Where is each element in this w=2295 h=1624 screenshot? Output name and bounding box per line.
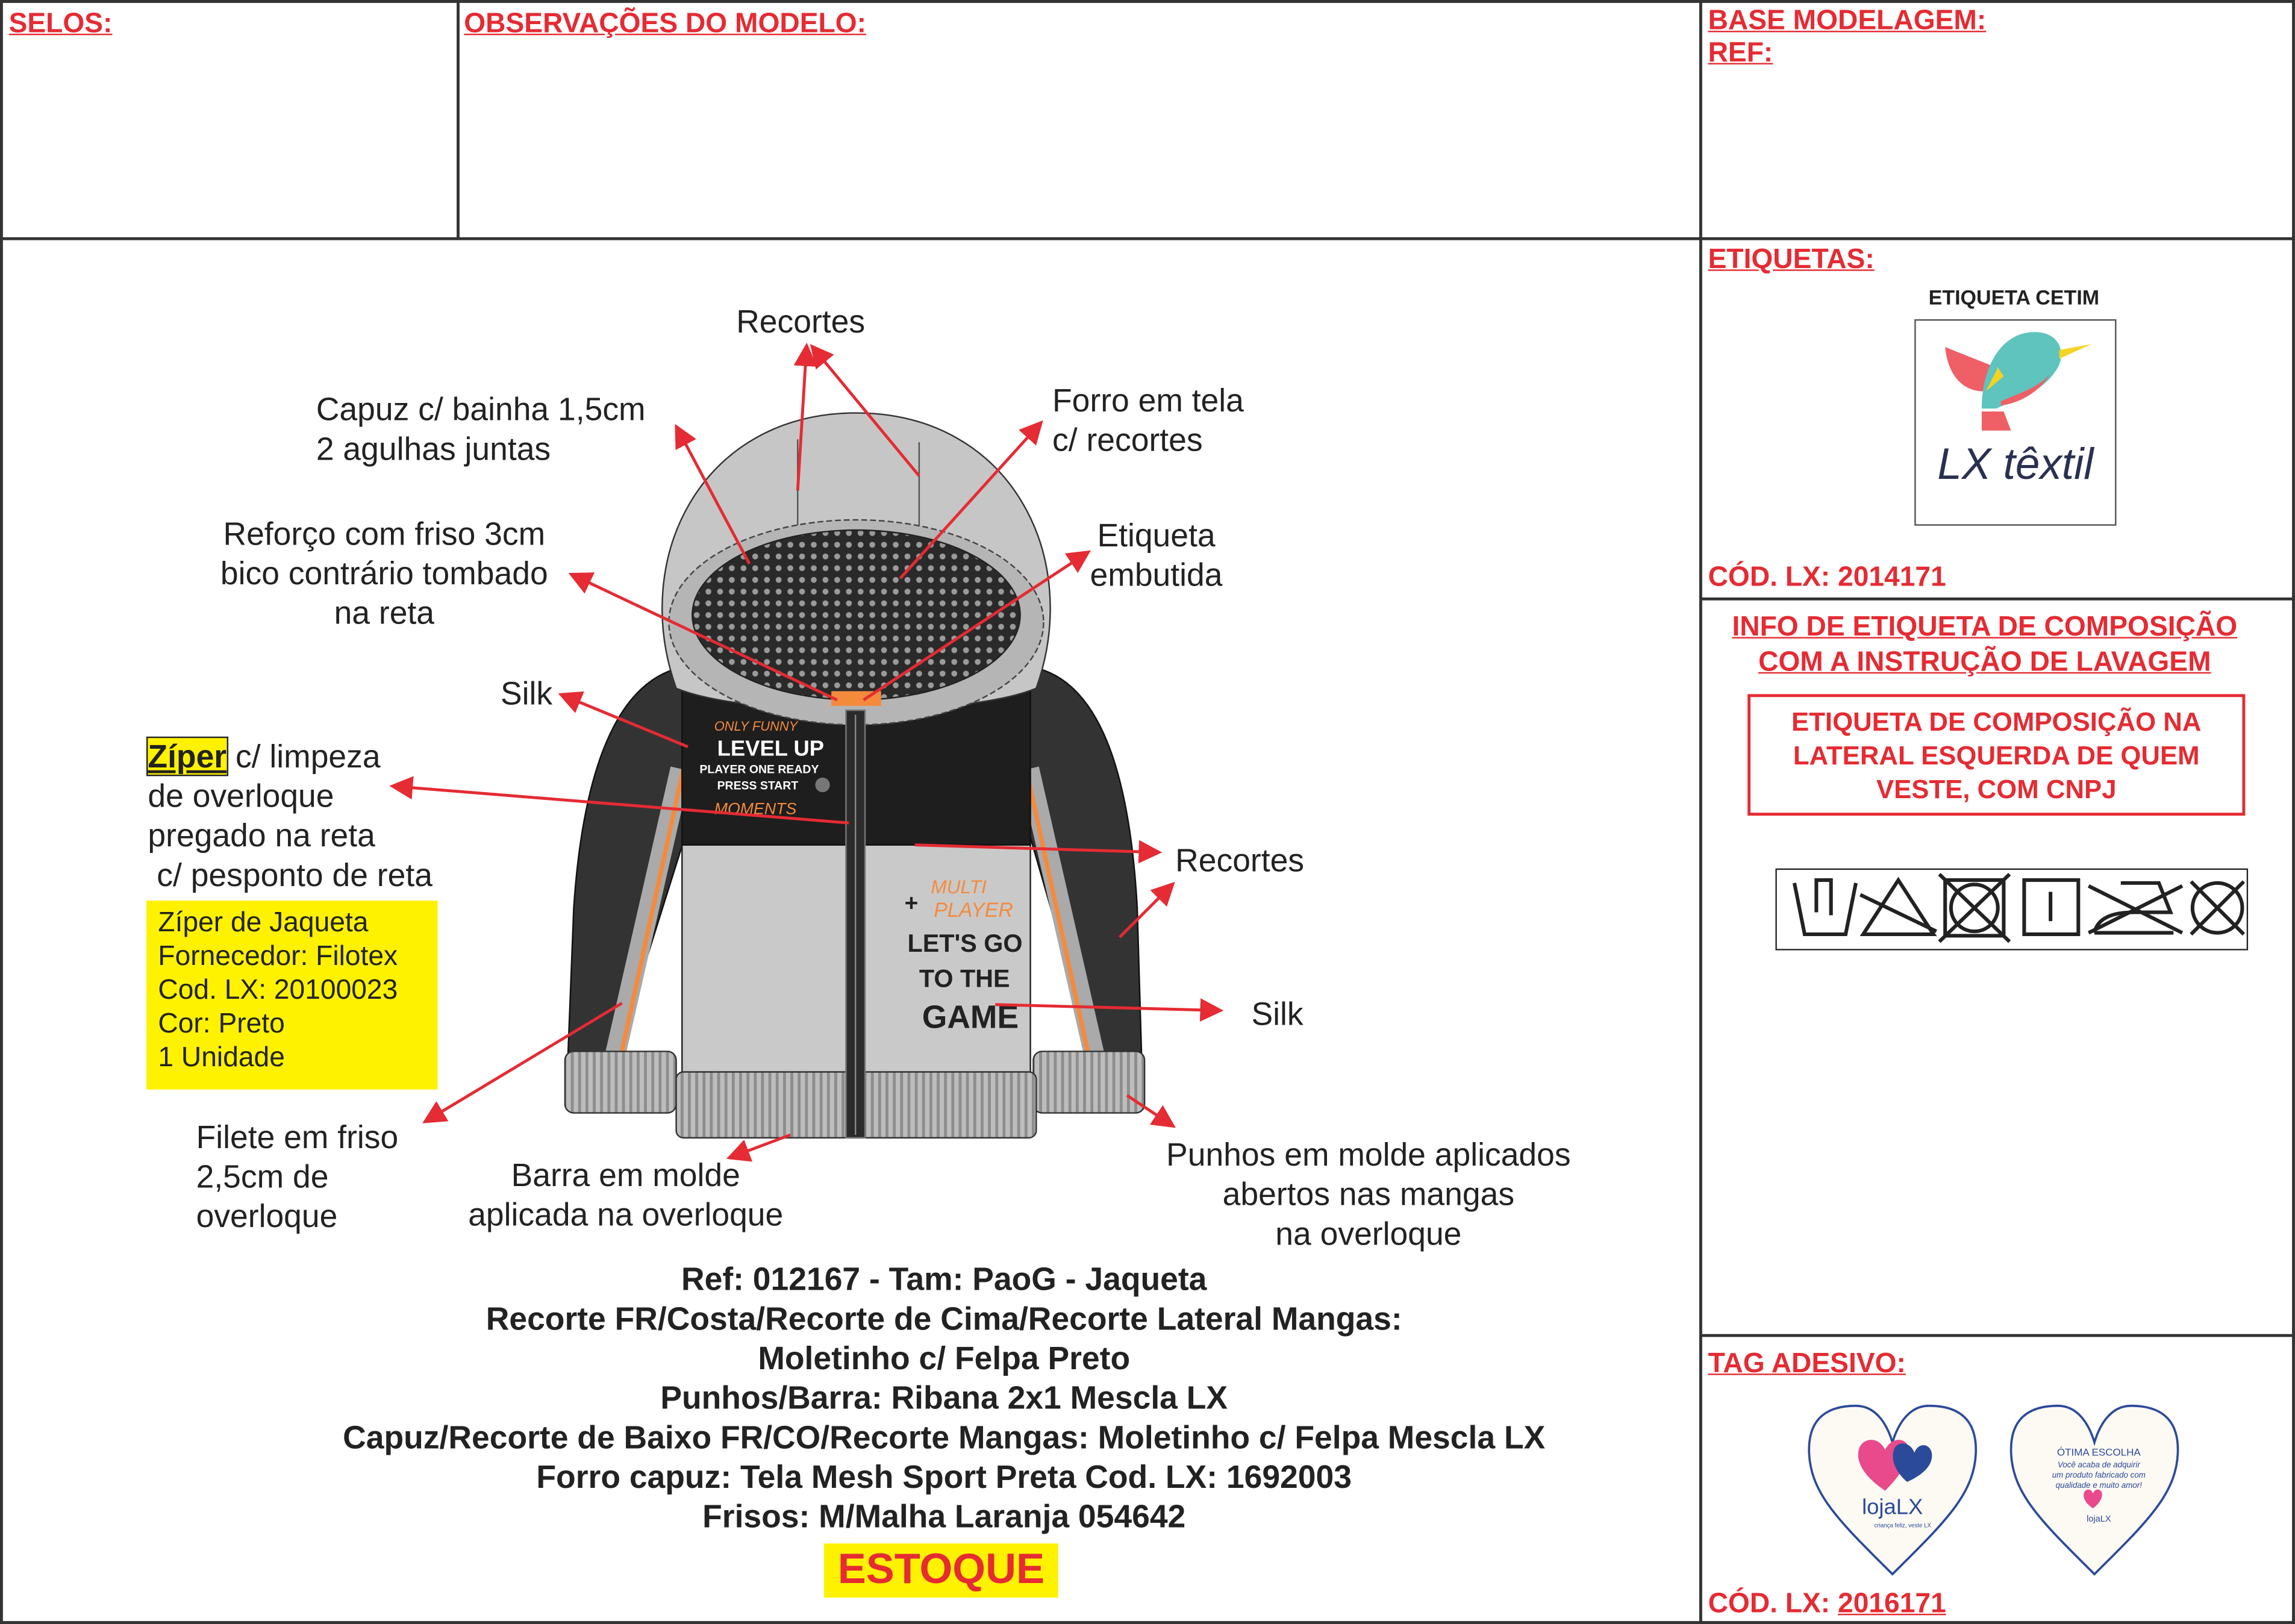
border-top xyxy=(0,0,2295,3)
lojalx-logo: lojaLX xyxy=(1862,1494,1923,1519)
right-sleeve xyxy=(1026,665,1143,1061)
etiqueta-code: CÓD. LX: 2014171 xyxy=(1708,562,1946,593)
svg-text:MULTI: MULTI xyxy=(931,876,987,898)
divider-etiquetas xyxy=(1700,597,2295,601)
left-cuff xyxy=(564,1051,677,1114)
heart-tags: lojaLX criança feliz, veste LX ÓTIMA ESC… xyxy=(1808,1404,2179,1576)
etiquetas-heading: ETIQUETAS: xyxy=(1708,244,1875,276)
label-name: ETIQUETA CETIM xyxy=(1928,286,2100,309)
divider-right-column xyxy=(1699,0,1702,1624)
hand-wash-icon xyxy=(1792,878,1858,937)
base-modelagem-heading: BASE MODELAGEM: xyxy=(1708,5,1987,37)
gamepad-icon xyxy=(815,777,830,793)
svg-text:+: + xyxy=(905,890,919,916)
no-dry-clean-icon xyxy=(2190,880,2246,936)
right-cuff xyxy=(1032,1051,1146,1114)
status-badge: ESTOQUE xyxy=(823,1543,1058,1598)
callout-recortes-top: Recortes xyxy=(736,303,866,340)
hood-mesh-lining xyxy=(692,529,1021,701)
svg-text:criança feliz, veste LX: criança feliz, veste LX xyxy=(1874,1523,1931,1529)
svg-text:qualidade e muito amor!: qualidade e muito amor! xyxy=(2056,1481,2143,1490)
svg-text:LET'S GO: LET'S GO xyxy=(907,929,1022,957)
border-right xyxy=(2292,0,2295,1624)
callout-silk-right: Silk xyxy=(1251,996,1304,1032)
callout-arrows xyxy=(389,342,1224,1162)
no-iron-icon xyxy=(2087,881,2184,935)
svg-text:ÓTIMA ESCOLHA: ÓTIMA ESCOLHA xyxy=(2057,1446,2141,1458)
divider-header xyxy=(0,237,2295,240)
hummingbird-icon: LX têxtil xyxy=(1937,332,2094,489)
callout-recortes-right: Recortes xyxy=(1175,842,1305,879)
svg-text:um produto fabricado com: um produto fabricado com xyxy=(2052,1470,2146,1479)
pocket-print: + MULTI PLAYER LET'S GO TO THE GAME xyxy=(905,876,1023,1035)
callout-silk-left: Silk xyxy=(500,675,553,712)
selos-heading: SELOS: xyxy=(8,8,113,40)
print-player-one: PLAYER ONE READY xyxy=(699,763,819,776)
no-bleach-icon xyxy=(1859,876,1937,937)
ziper-highlight: Zíper xyxy=(146,736,228,776)
print-level-up: LEVEL UP xyxy=(717,735,824,760)
divider-tag xyxy=(1700,1334,2295,1337)
care-symbols xyxy=(1775,868,2249,951)
tag-adesivo-heading: TAG ADESIVO: xyxy=(1708,1348,1906,1380)
svg-text:LX têxtil: LX têxtil xyxy=(1937,440,2094,489)
svg-text:PLAYER: PLAYER xyxy=(934,899,1013,922)
lx-textil-logo: LX têxtil xyxy=(1914,319,2117,526)
svg-text:TO THE: TO THE xyxy=(919,964,1010,992)
no-tumble-dry-icon xyxy=(1938,873,2011,943)
print-press-start: PRESS START xyxy=(717,779,799,792)
ref-heading: REF: xyxy=(1708,38,1773,69)
left-sleeve xyxy=(567,665,689,1061)
chest-print: ONLY FUNNY LEVEL UP PLAYER ONE READY PRE… xyxy=(699,719,830,818)
svg-text:Você acaba de adquirir: Você acaba de adquirir xyxy=(2058,1460,2140,1469)
divider-selos xyxy=(457,0,460,239)
border-left xyxy=(0,0,3,1624)
heart-tag-back: ÓTIMA ESCOLHA Você acaba de adquirir um … xyxy=(2009,1404,2179,1576)
border-bottom xyxy=(0,1621,2295,1624)
print-only-funny: ONLY FUNNY xyxy=(714,719,799,734)
observacoes-heading: OBSERVAÇÕES DO MODELO: xyxy=(464,8,867,40)
svg-text:lojaLX: lojaLX xyxy=(2087,1514,2111,1524)
tag-code: CÓD. LX: 2016171 xyxy=(1708,1588,1946,1620)
jacket-drawing: ONLY FUNNY LEVEL UP PLAYER ONE READY PRE… xyxy=(389,342,1224,1162)
heart-tag-front: lojaLX criança feliz, veste LX xyxy=(1808,1404,1978,1576)
line-dry-icon xyxy=(2022,878,2081,937)
